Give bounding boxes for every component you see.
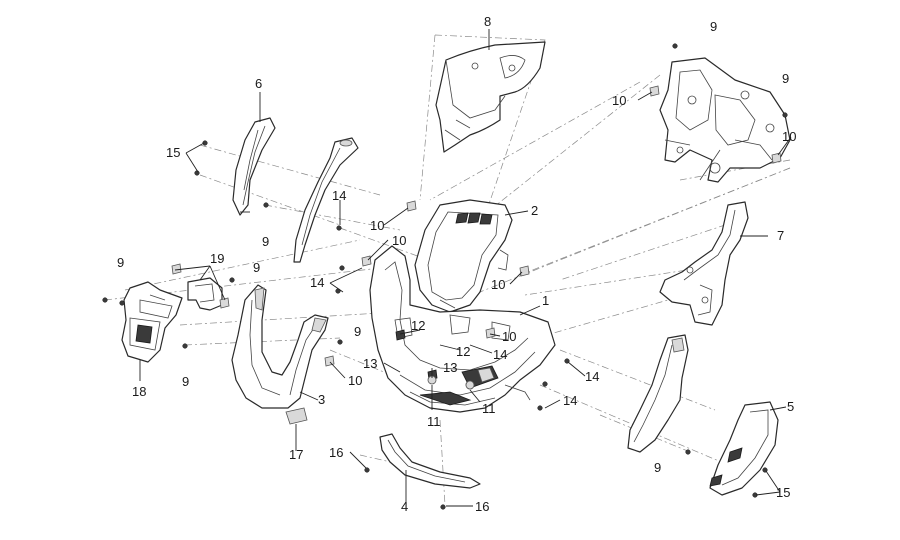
part-18-lower-cover: [121, 281, 183, 363]
callout-14-right-bottom: 14: [563, 393, 577, 408]
callout-11-right: 11: [482, 401, 496, 416]
callout-18: 18: [132, 384, 146, 399]
callout-13-right: 13: [443, 360, 457, 375]
callout-13-left: 13: [363, 356, 377, 371]
callout-9-frame: 9: [782, 71, 789, 86]
callout-14-left: 14: [310, 275, 324, 290]
callout-19: 19: [210, 251, 224, 266]
callout-labels: 1 2 3 4 5 6 7 8 9 9 9 9 9 9 9 9 10 10 10…: [117, 14, 796, 514]
front-frame-bracket: [659, 57, 791, 183]
callout-1: 1: [542, 293, 549, 308]
callout-12-right: 12: [456, 344, 470, 359]
part-7-side-bracket: [659, 201, 749, 326]
part-4-lower-trim: [379, 433, 481, 489]
right-side-panel: [627, 334, 689, 453]
part-6-left-side-panel: [232, 117, 276, 216]
part-17-pad: [285, 407, 308, 425]
callout-14-right-top: 14: [585, 369, 599, 384]
callout-11-left: 11: [427, 414, 441, 429]
callout-9-left-top: 9: [117, 255, 124, 270]
callout-17: 17: [289, 447, 303, 462]
part-2-instrument-panel: [414, 199, 513, 313]
callout-9-right: 9: [654, 460, 661, 475]
callout-6: 6: [255, 76, 262, 91]
part-19-bracket: [187, 277, 223, 311]
callout-9-top-right: 9: [710, 19, 717, 34]
callout-10-top-clip: 10: [370, 218, 384, 233]
callout-10-frame-right: 10: [782, 129, 796, 144]
side-trim-strip: [293, 137, 359, 263]
leader-lines: [139, 29, 792, 507]
callout-2: 2: [531, 203, 538, 218]
fasteners: [102, 43, 788, 510]
callout-16-left: 16: [329, 445, 343, 460]
callout-12-left: 12: [411, 318, 425, 333]
callout-10-panel2: 10: [491, 277, 505, 292]
part-3-lower-cowl: [231, 284, 329, 409]
callout-9-center: 9: [354, 324, 361, 339]
callout-3: 3: [318, 392, 325, 407]
callout-4: 4: [401, 499, 408, 514]
callout-14-center: 14: [493, 347, 507, 362]
callout-10-frame-left: 10: [612, 93, 626, 108]
callout-9-left-bottom: 9: [182, 374, 189, 389]
callout-9-cowl-top: 9: [253, 260, 260, 275]
callout-10-mid-clip: 10: [392, 233, 406, 248]
callout-15-left: 15: [166, 145, 180, 160]
part-5-front-cover: [709, 401, 779, 496]
callout-9-panel6: 9: [262, 234, 269, 249]
callout-5: 5: [787, 399, 794, 414]
callout-8: 8: [484, 14, 491, 29]
callout-15-right: 15: [776, 485, 790, 500]
part-1-front-body: [369, 245, 556, 413]
callout-14-top: 14: [332, 188, 346, 203]
callout-7: 7: [777, 228, 784, 243]
callout-16-bottom: 16: [475, 499, 489, 514]
callout-10-cowl: 10: [348, 373, 362, 388]
callout-10-body: 10: [502, 329, 516, 344]
part-8-upper-inner-cover: [435, 41, 546, 153]
